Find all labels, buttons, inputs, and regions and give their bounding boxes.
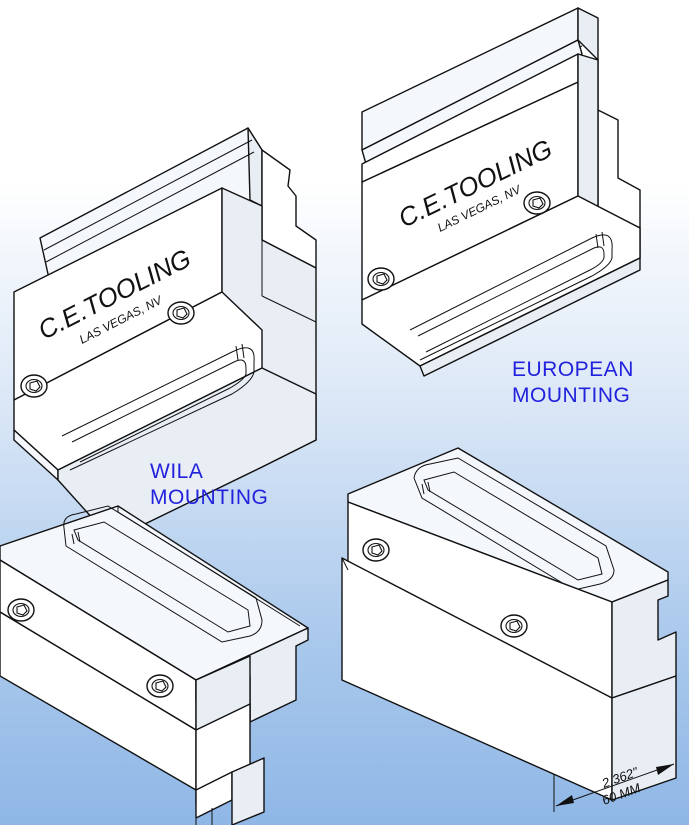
- bolt-icon: [7, 598, 35, 622]
- european-caption-line2: MOUNTING: [512, 384, 630, 407]
- wila-holder-rear: [0, 505, 309, 825]
- european-holder-rear: 2.362" 60 MM: [341, 447, 677, 812]
- bolt-icon: [500, 614, 528, 638]
- arrow-head-icon: [656, 764, 674, 775]
- wila-caption-line2: MOUNTING: [150, 486, 268, 509]
- arrow-head-icon: [556, 795, 574, 806]
- wila-caption-line1: WILA: [150, 460, 203, 483]
- bolt-icon: [20, 374, 48, 398]
- bolt-icon: [362, 538, 390, 562]
- wila-holder-front: C.E.TOOLING LAS VEGAS, NV: [13, 127, 317, 541]
- bolt-icon: [167, 301, 195, 325]
- bolt-icon: [523, 191, 551, 215]
- bolt-icon: [146, 674, 174, 698]
- european-caption-line1: EUROPEAN: [512, 358, 634, 381]
- european-holder-front: C.E.TOOLING LAS VEGAS, NV: [361, 7, 641, 377]
- bolt-icon: [367, 267, 395, 291]
